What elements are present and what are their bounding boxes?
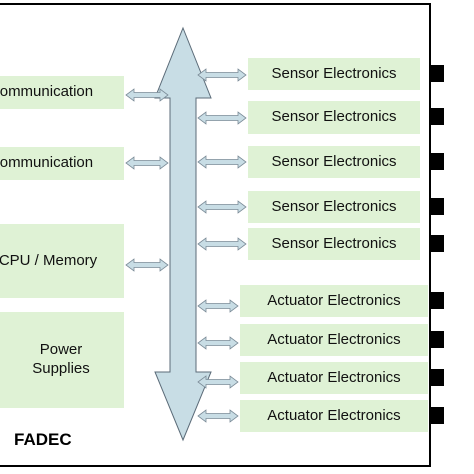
- actuator-electronics-label-4: Actuator Electronics: [267, 406, 401, 424]
- arrow-actuator-2: [197, 336, 239, 350]
- arrow-sensor-4: [197, 200, 247, 214]
- communication-block-2-label: Communication: [0, 154, 94, 172]
- sensor-electronics-label-2: Sensor Electronics: [271, 108, 397, 126]
- arrow-actuator-3: [197, 375, 239, 389]
- arrow-sensor-2: [197, 111, 247, 125]
- connector-actuator-4: [431, 407, 444, 424]
- arrow-sensor-3: [197, 155, 247, 169]
- data-bus-arrow: [154, 26, 212, 442]
- sensor-electronics-block-2: Sensor Electronics: [248, 101, 420, 134]
- arrow-sensor-5: [197, 237, 247, 251]
- connector-actuator-3: [431, 369, 444, 386]
- sensor-electronics-block-1: Sensor Electronics: [248, 58, 420, 90]
- sensor-electronics-block-3: Sensor Electronics: [248, 146, 420, 178]
- sensor-electronics-block-4: Sensor Electronics: [248, 191, 420, 223]
- connector-sensor-5: [431, 235, 444, 252]
- actuator-electronics-label-2: Actuator Electronics: [267, 330, 401, 348]
- cpu-memory-block: CPU / Memory: [0, 224, 124, 298]
- fadec-frame: [0, 3, 431, 467]
- connector-sensor-1: [431, 65, 444, 82]
- actuator-electronics-label-1: Actuator Electronics: [267, 291, 401, 309]
- fadec-title: FADEC: [14, 430, 72, 449]
- connector-sensor-4: [431, 198, 444, 215]
- connection-arrows: [125, 68, 247, 423]
- sensor-electronics-label-4: Sensor Electronics: [271, 197, 397, 215]
- communication-block-1: Communication: [0, 76, 124, 109]
- connector-actuator-1: [431, 292, 444, 309]
- sensor-electronics-label-5: Sensor Electronics: [271, 234, 397, 252]
- sensor-electronics-label-3: Sensor Electronics: [271, 152, 397, 170]
- arrow-cpu-memory: [125, 258, 169, 272]
- power-supplies-label: Power Supplies: [32, 341, 90, 377]
- cpu-memory-label: CPU / Memory: [0, 251, 98, 269]
- arrow-sensor-1: [197, 68, 247, 82]
- communication-block-1-label: Communication: [0, 83, 94, 101]
- connector-sensor-3: [431, 153, 444, 170]
- connector-sensor-2: [431, 108, 444, 125]
- actuator-electronics-block-2: Actuator Electronics: [240, 324, 428, 356]
- actuator-electronics-block-3: Actuator Electronics: [240, 362, 428, 394]
- arrow-communication-2: [125, 156, 169, 170]
- sensor-electronics-label-1: Sensor Electronics: [271, 64, 397, 82]
- communication-block-2: Communication: [0, 147, 124, 180]
- arrow-actuator-4: [197, 409, 239, 423]
- sensor-electronics-block-5: Sensor Electronics: [248, 228, 420, 260]
- arrow-actuator-1: [197, 299, 239, 313]
- actuator-electronics-label-3: Actuator Electronics: [267, 368, 401, 386]
- connector-actuator-2: [431, 331, 444, 348]
- actuator-electronics-block-4: Actuator Electronics: [240, 400, 428, 432]
- arrow-communication-1: [125, 88, 169, 102]
- actuator-electronics-block-1: Actuator Electronics: [240, 285, 428, 317]
- power-supplies-block: Power Supplies: [0, 312, 124, 408]
